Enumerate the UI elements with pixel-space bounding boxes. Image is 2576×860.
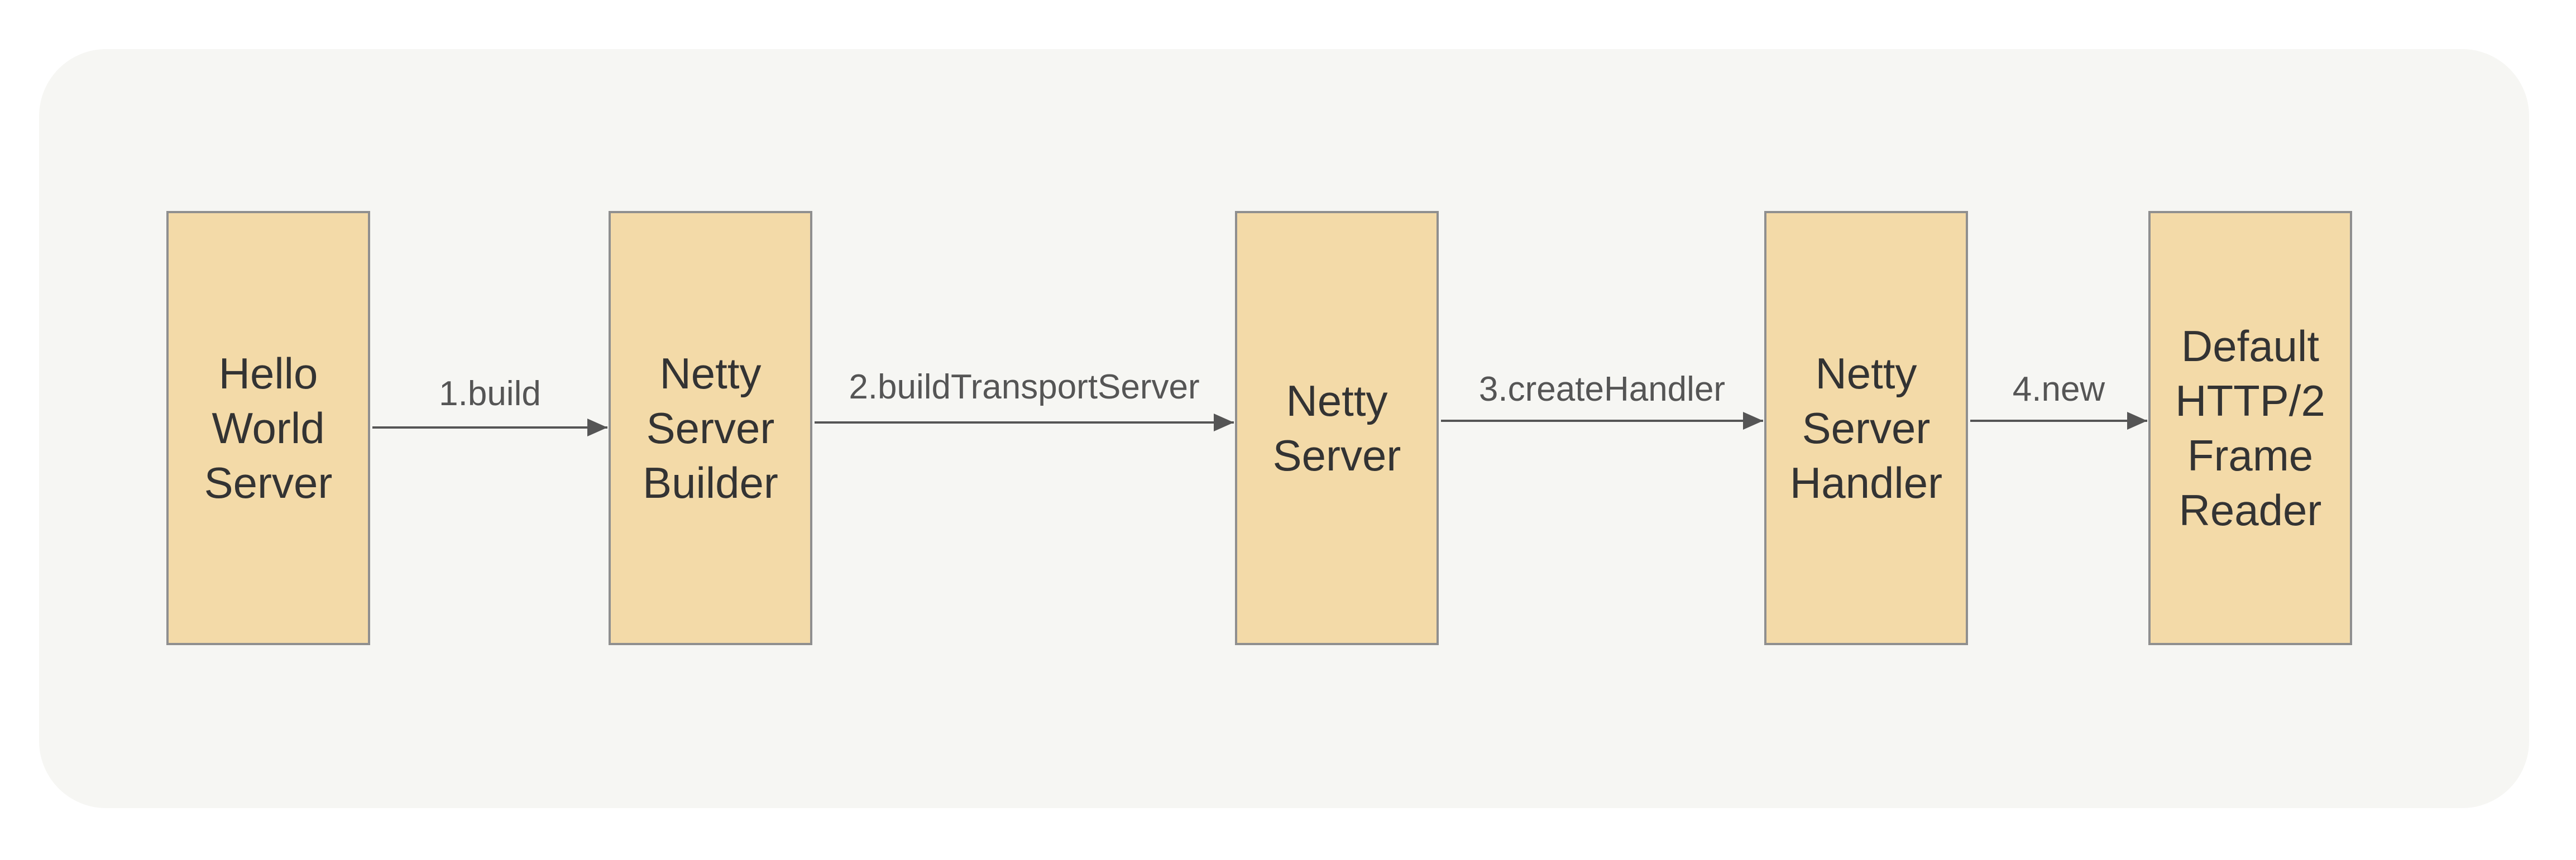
node-label: Default HTTP/2 Frame Reader bbox=[2175, 321, 2325, 535]
node-label: Netty Server bbox=[1272, 376, 1401, 480]
edge-label-build-transport-server: 2.buildTransportServer bbox=[849, 368, 1200, 406]
node-netty-server-builder: Netty Server Builder bbox=[609, 211, 812, 645]
node-default-http2-frame-reader: Default HTTP/2 Frame Reader bbox=[2148, 211, 2352, 645]
node-hello-world-server: Hello World Server bbox=[166, 211, 370, 645]
edge-label-new: 4.new bbox=[2012, 370, 2105, 409]
node-netty-server-handler: Netty Server Handler bbox=[1764, 211, 1968, 645]
node-label: Netty Server Builder bbox=[643, 349, 778, 507]
node-label: Netty Server Handler bbox=[1789, 349, 1943, 507]
node-label: Hello World Server bbox=[204, 349, 333, 507]
edge-label-build: 1.build bbox=[439, 374, 541, 413]
edge-label-create-handler: 3.createHandler bbox=[1478, 370, 1726, 409]
node-netty-server: Netty Server bbox=[1235, 211, 1439, 645]
